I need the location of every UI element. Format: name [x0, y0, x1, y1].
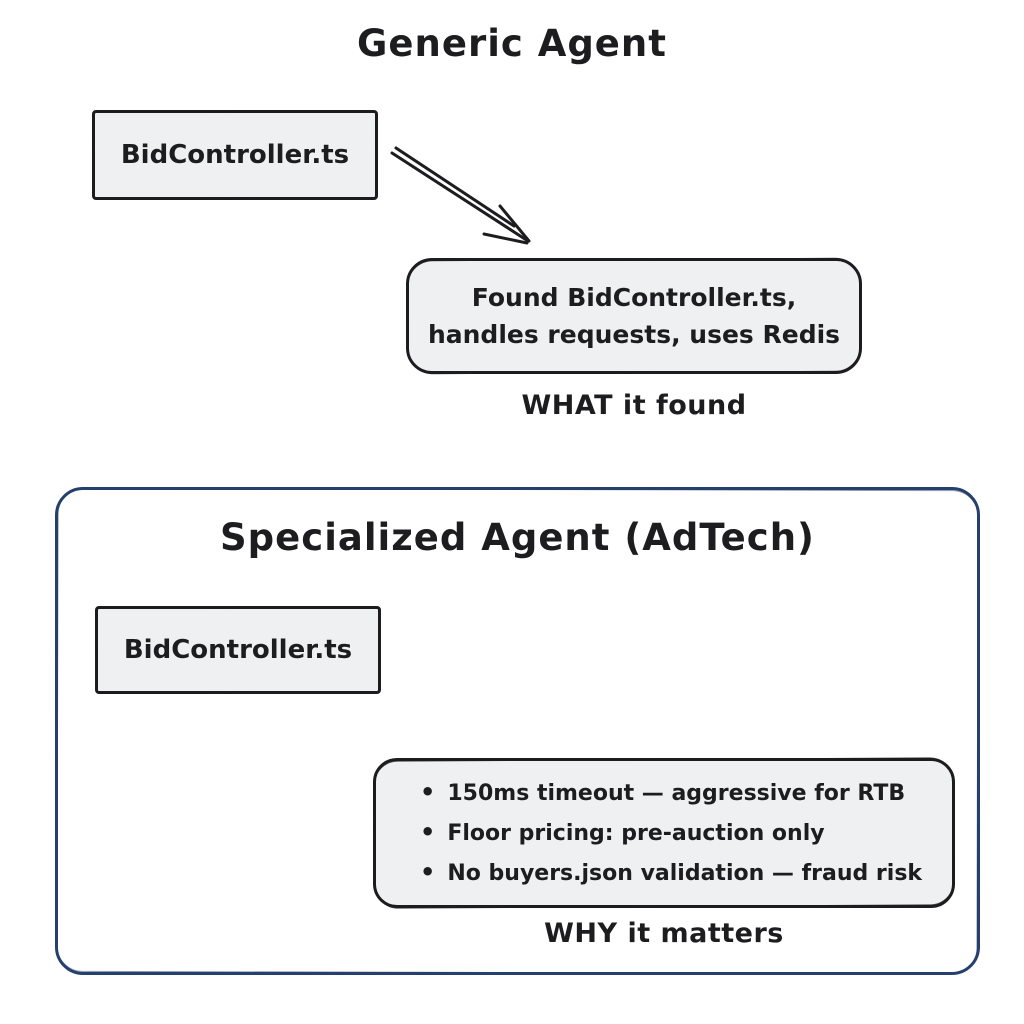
specialized-agent-container: Specialized Agent (AdTech) BidController… — [55, 487, 980, 975]
finding-text: No buyers.json validation — fraud risk — [447, 861, 923, 886]
bullet-icon: • — [420, 818, 436, 846]
generic-result-line-1: Found BidController.ts, — [471, 283, 797, 312]
generic-file-box-label: BidController.ts — [120, 140, 350, 170]
generic-result-line-2: handles requests, uses Redis — [427, 320, 841, 349]
specialized-agent-title: Specialized Agent (AdTech) — [220, 516, 815, 559]
finding-item: • No buyers.json validation — fraud risk — [420, 853, 922, 893]
generic-result-box: Found BidController.ts, handles requests… — [406, 258, 862, 374]
generic-result-text: Found BidController.ts, handles requests… — [428, 279, 840, 353]
finding-item: • 150ms timeout — aggressive for RTB — [420, 773, 922, 813]
specialized-file-box-label: BidController.ts — [123, 635, 353, 665]
bullet-icon: • — [420, 858, 436, 886]
arrow-generic-icon — [390, 146, 531, 245]
specialized-findings-box: • 150ms timeout — aggressive for RTB • F… — [373, 758, 955, 908]
finding-text: Floor pricing: pre-auction only — [447, 821, 825, 846]
generic-file-box: BidController.ts — [92, 110, 378, 200]
specialized-caption: WHY it matters — [544, 918, 784, 949]
specialized-file-box: BidController.ts — [95, 606, 381, 694]
generic-caption: WHAT it found — [521, 390, 747, 421]
finding-text: 150ms timeout — aggressive for RTB — [447, 781, 906, 806]
generic-agent-title: Generic Agent — [357, 22, 667, 65]
bullet-icon: • — [420, 778, 436, 806]
finding-item: • Floor pricing: pre-auction only — [420, 813, 922, 853]
findings-list: • 150ms timeout — aggressive for RTB • F… — [394, 773, 922, 893]
